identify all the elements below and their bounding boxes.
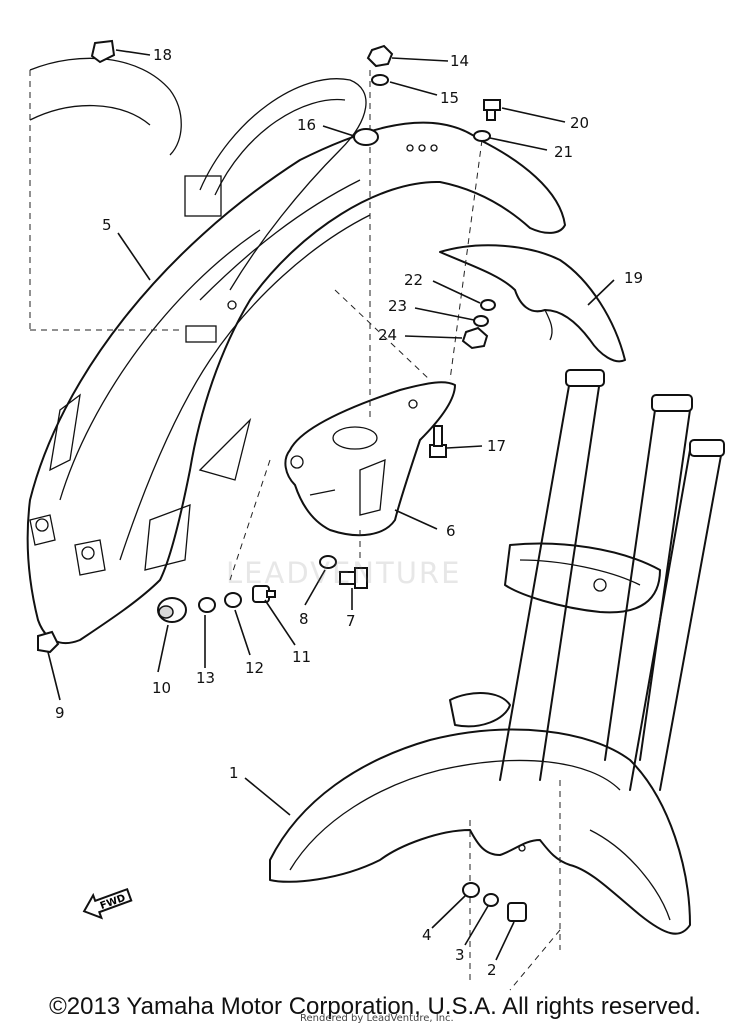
callout-17: 17 (487, 437, 506, 455)
callout-7: 7 (346, 612, 356, 630)
callout-5: 5 (102, 216, 112, 234)
callout-21: 21 (554, 143, 573, 161)
callout-19: 19 (624, 269, 643, 287)
callout-13: 13 (196, 669, 215, 687)
callout-4: 4 (422, 926, 432, 944)
callout-3: 3 (455, 946, 465, 964)
assembly-guides (229, 70, 561, 991)
callouts: 1 2 3 4 5 6 7 8 9 10 11 12 13 14 15 16 1… (55, 46, 643, 979)
leader-lines (47, 49, 615, 961)
copyright-notice: ©2013 Yamaha Motor Corporation, U.S.A. A… (49, 993, 701, 1020)
callout-12: 12 (245, 659, 264, 677)
callout-8: 8 (299, 610, 309, 628)
callout-9: 9 (55, 704, 65, 722)
callout-15: 15 (440, 89, 459, 107)
callout-22: 22 (404, 271, 423, 289)
callout-14: 14 (450, 52, 469, 70)
rear-bracket (284, 289, 456, 537)
hardware (37, 39, 527, 922)
callout-6: 6 (446, 522, 456, 540)
front-fender (269, 728, 691, 935)
rear-rail-outline (29, 57, 367, 331)
callout-16: 16 (297, 116, 316, 134)
fender-flap (439, 244, 626, 363)
callout-18: 18 (153, 46, 172, 64)
rendered-by-credit: Rendered by LeadVenture, Inc. (300, 1013, 454, 1024)
watermark: LEADVENTURE (226, 556, 462, 590)
fwd-arrow: FWD (82, 887, 133, 920)
front-fork (449, 369, 725, 791)
fwd-arrow-label: FWD (99, 893, 127, 912)
callout-2: 2 (487, 961, 497, 979)
callout-20: 20 (570, 114, 589, 132)
callout-23: 23 (388, 297, 407, 315)
callout-10: 10 (152, 679, 171, 697)
callout-1: 1 (229, 764, 239, 782)
callout-11: 11 (292, 648, 311, 666)
callout-24: 24 (378, 326, 397, 344)
rear-fender (26, 121, 566, 645)
